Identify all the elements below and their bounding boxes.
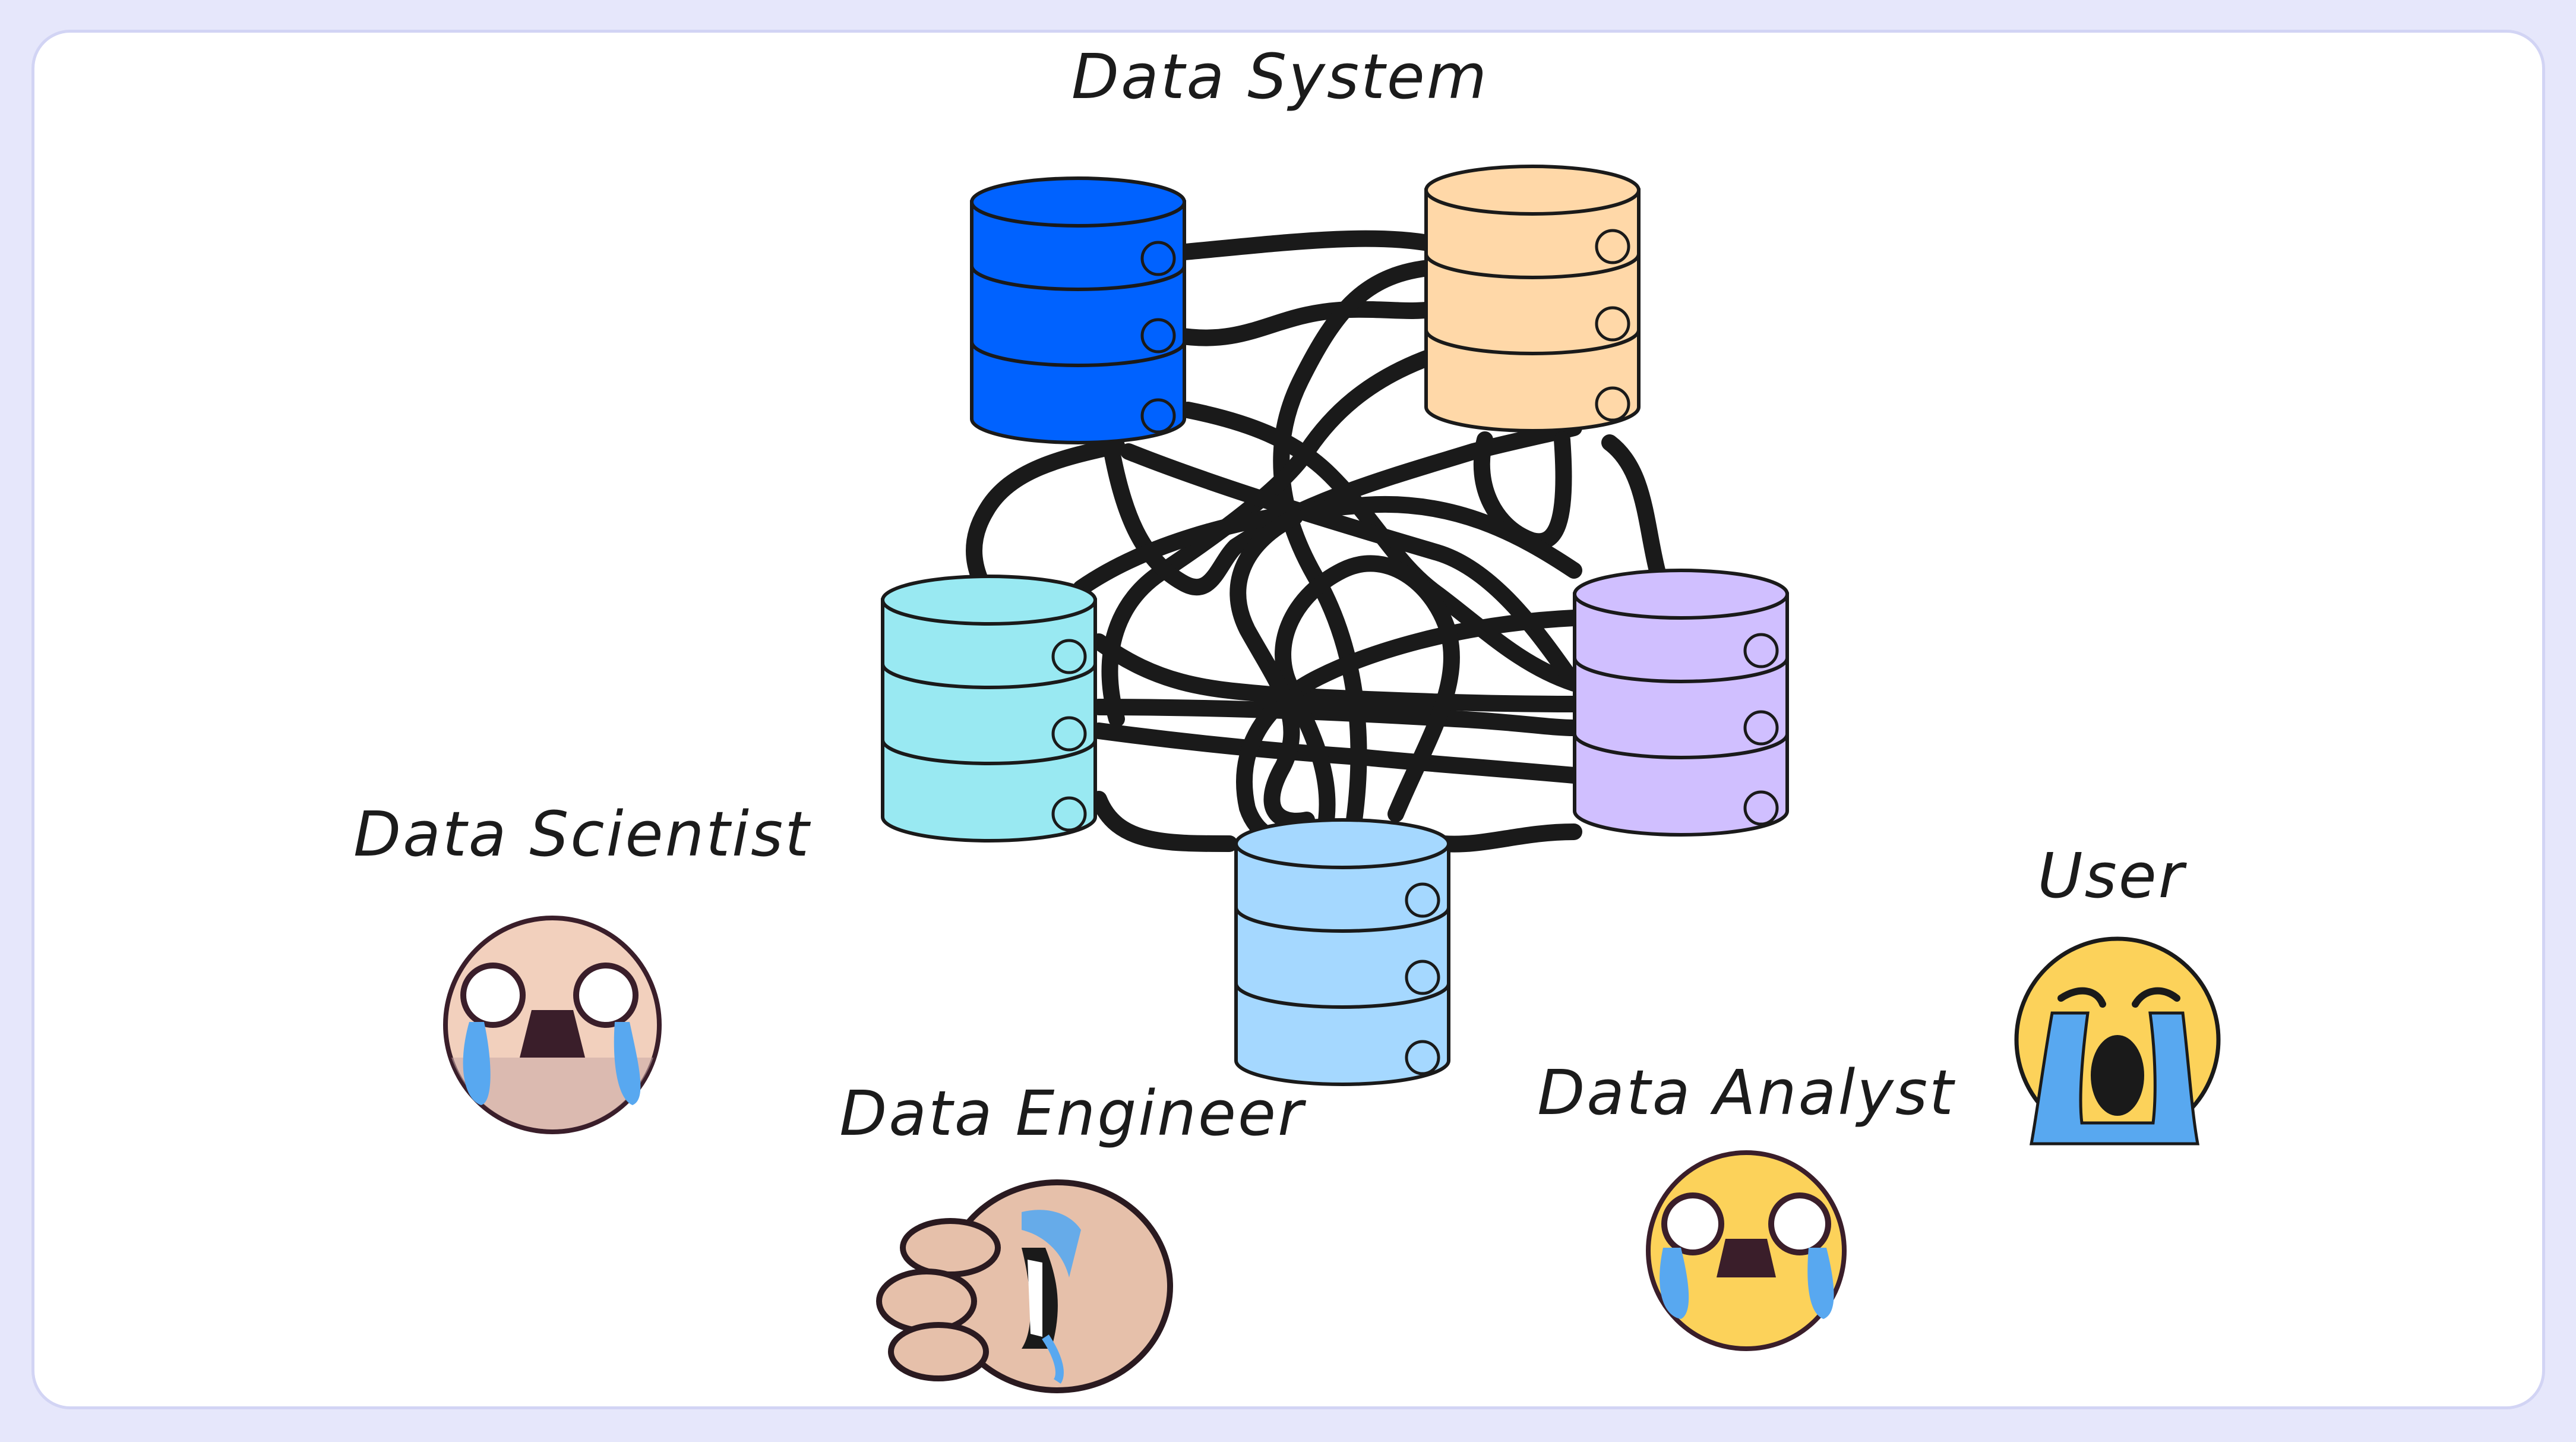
label-data-analyst: Data Analyst xyxy=(1537,1056,1955,1129)
database-icon-blue xyxy=(972,178,1184,443)
crying-face-icon-scientist xyxy=(443,916,662,1134)
crying-face-icon-user xyxy=(2014,936,2221,1146)
label-user: User xyxy=(2037,840,2187,912)
crying-figure-icon-engineer xyxy=(876,1179,1173,1393)
database-icon-purple xyxy=(1575,570,1787,835)
label-data-scientist: Data Scientist xyxy=(353,798,811,870)
database-icon-cyan xyxy=(883,576,1095,841)
database-icon-orange xyxy=(1426,166,1639,431)
connection-lines xyxy=(966,230,1665,853)
label-data-engineer: Data Engineer xyxy=(839,1077,1307,1150)
database-icon-lightblue xyxy=(1236,820,1449,1084)
diagram-title: Data System xyxy=(1072,40,1488,113)
crying-face-icon-analyst xyxy=(1646,1150,1847,1351)
